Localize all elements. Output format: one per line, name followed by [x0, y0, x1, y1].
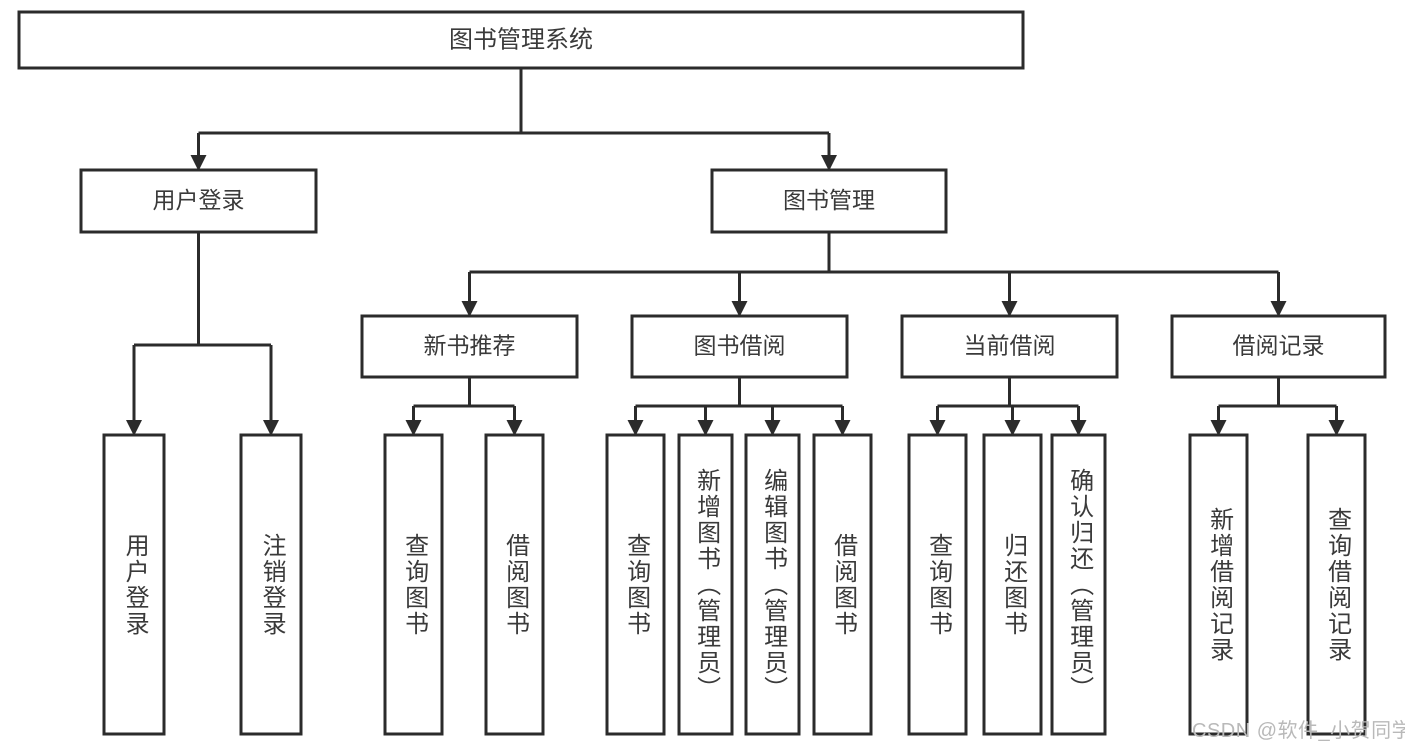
node-box-leaf-query-book-bor — [605, 433, 666, 736]
node-new-book-recommend[interactable]: 新书推荐 — [360, 314, 579, 379]
arrow-head-icon — [627, 420, 644, 436]
arrow-head-icon — [126, 420, 142, 436]
arrow-head-icon — [1004, 420, 1021, 436]
node-box-leaf-user-login — [102, 433, 166, 736]
node-label-user-login: 用户登录 — [153, 187, 245, 213]
node-box-borrow-record — [1170, 314, 1387, 379]
node-box-leaf-logout-login — [239, 433, 303, 736]
node-user-login[interactable]: 用户登录 — [79, 168, 318, 234]
node-label-book-manage: 图书管理 — [783, 187, 875, 213]
node-box-book-manage — [710, 168, 948, 234]
arrow-head-icon — [1070, 420, 1087, 436]
node-leaf-edit-book-admin[interactable] — [744, 433, 801, 736]
node-label-book-borrow: 图书借阅 — [694, 333, 786, 359]
arrow-head-icon — [190, 155, 207, 171]
node-leaf-query-book-rec[interactable] — [383, 433, 444, 736]
node-box-leaf-add-book-admin — [677, 433, 734, 736]
node-borrow-record[interactable]: 借阅记录 — [1170, 314, 1387, 379]
arrow-head-icon — [506, 420, 523, 436]
node-leaf-borrow-book-rec[interactable] — [484, 433, 545, 736]
arrow-head-icon — [1270, 301, 1287, 317]
arrow-head-icon — [1328, 420, 1345, 436]
node-leaf-query-borrow-record[interactable] — [1306, 433, 1367, 736]
node-box-root — [17, 10, 1025, 70]
node-box-leaf-query-book-cur — [907, 433, 968, 736]
node-leaf-query-book-cur[interactable] — [907, 433, 968, 736]
node-box-current-borrow — [900, 314, 1119, 379]
node-box-leaf-query-borrow-record — [1306, 433, 1367, 736]
node-book-manage[interactable]: 图书管理 — [710, 168, 948, 234]
arrow-head-icon — [697, 420, 714, 436]
node-box-leaf-borrow-book-bor — [812, 433, 873, 736]
node-leaf-add-borrow-record[interactable] — [1188, 433, 1249, 736]
node-label-new-book-recommend: 新书推荐 — [424, 333, 516, 359]
arrow-head-icon — [834, 420, 851, 436]
node-label-borrow-record: 借阅记录 — [1233, 333, 1325, 359]
arrow-head-icon — [1210, 420, 1227, 436]
node-root[interactable]: 图书管理系统 — [17, 10, 1025, 70]
node-label-root: 图书管理系统 — [449, 26, 593, 53]
arrow-head-icon — [929, 420, 946, 436]
arrow-head-icon — [764, 420, 781, 436]
arrow-head-icon — [1001, 301, 1018, 317]
node-leaf-confirm-return-admin[interactable] — [1050, 433, 1107, 736]
watermark-text: CSDN @软件_小贺同学 — [1192, 720, 1405, 742]
arrow-head-icon — [731, 301, 748, 317]
node-box-leaf-add-borrow-record — [1188, 433, 1249, 736]
node-box-leaf-confirm-return-admin — [1050, 433, 1107, 736]
node-label-current-borrow: 当前借阅 — [964, 333, 1056, 359]
node-leaf-return-book[interactable] — [982, 433, 1043, 736]
node-box-new-book-recommend — [360, 314, 579, 379]
node-box-book-borrow — [630, 314, 849, 379]
arrow-head-icon — [821, 155, 837, 171]
node-box-leaf-borrow-book-rec — [484, 433, 545, 736]
node-box-leaf-return-book — [982, 433, 1043, 736]
connector-edges-layer — [126, 68, 1345, 436]
node-leaf-query-book-bor[interactable] — [605, 433, 666, 736]
node-box-leaf-query-book-rec — [383, 433, 444, 736]
arrow-head-icon — [263, 420, 279, 436]
node-box-leaf-edit-book-admin — [744, 433, 801, 736]
node-book-borrow[interactable]: 图书借阅 — [630, 314, 849, 379]
arrow-head-icon — [461, 301, 478, 317]
node-leaf-user-login[interactable] — [102, 433, 166, 736]
arrow-head-icon — [405, 420, 422, 436]
node-leaf-add-book-admin[interactable] — [677, 433, 734, 736]
node-current-borrow[interactable]: 当前借阅 — [900, 314, 1119, 379]
node-leaf-borrow-book-bor[interactable] — [812, 433, 873, 736]
node-leaf-logout-login[interactable] — [239, 433, 303, 736]
node-box-user-login — [79, 168, 318, 234]
